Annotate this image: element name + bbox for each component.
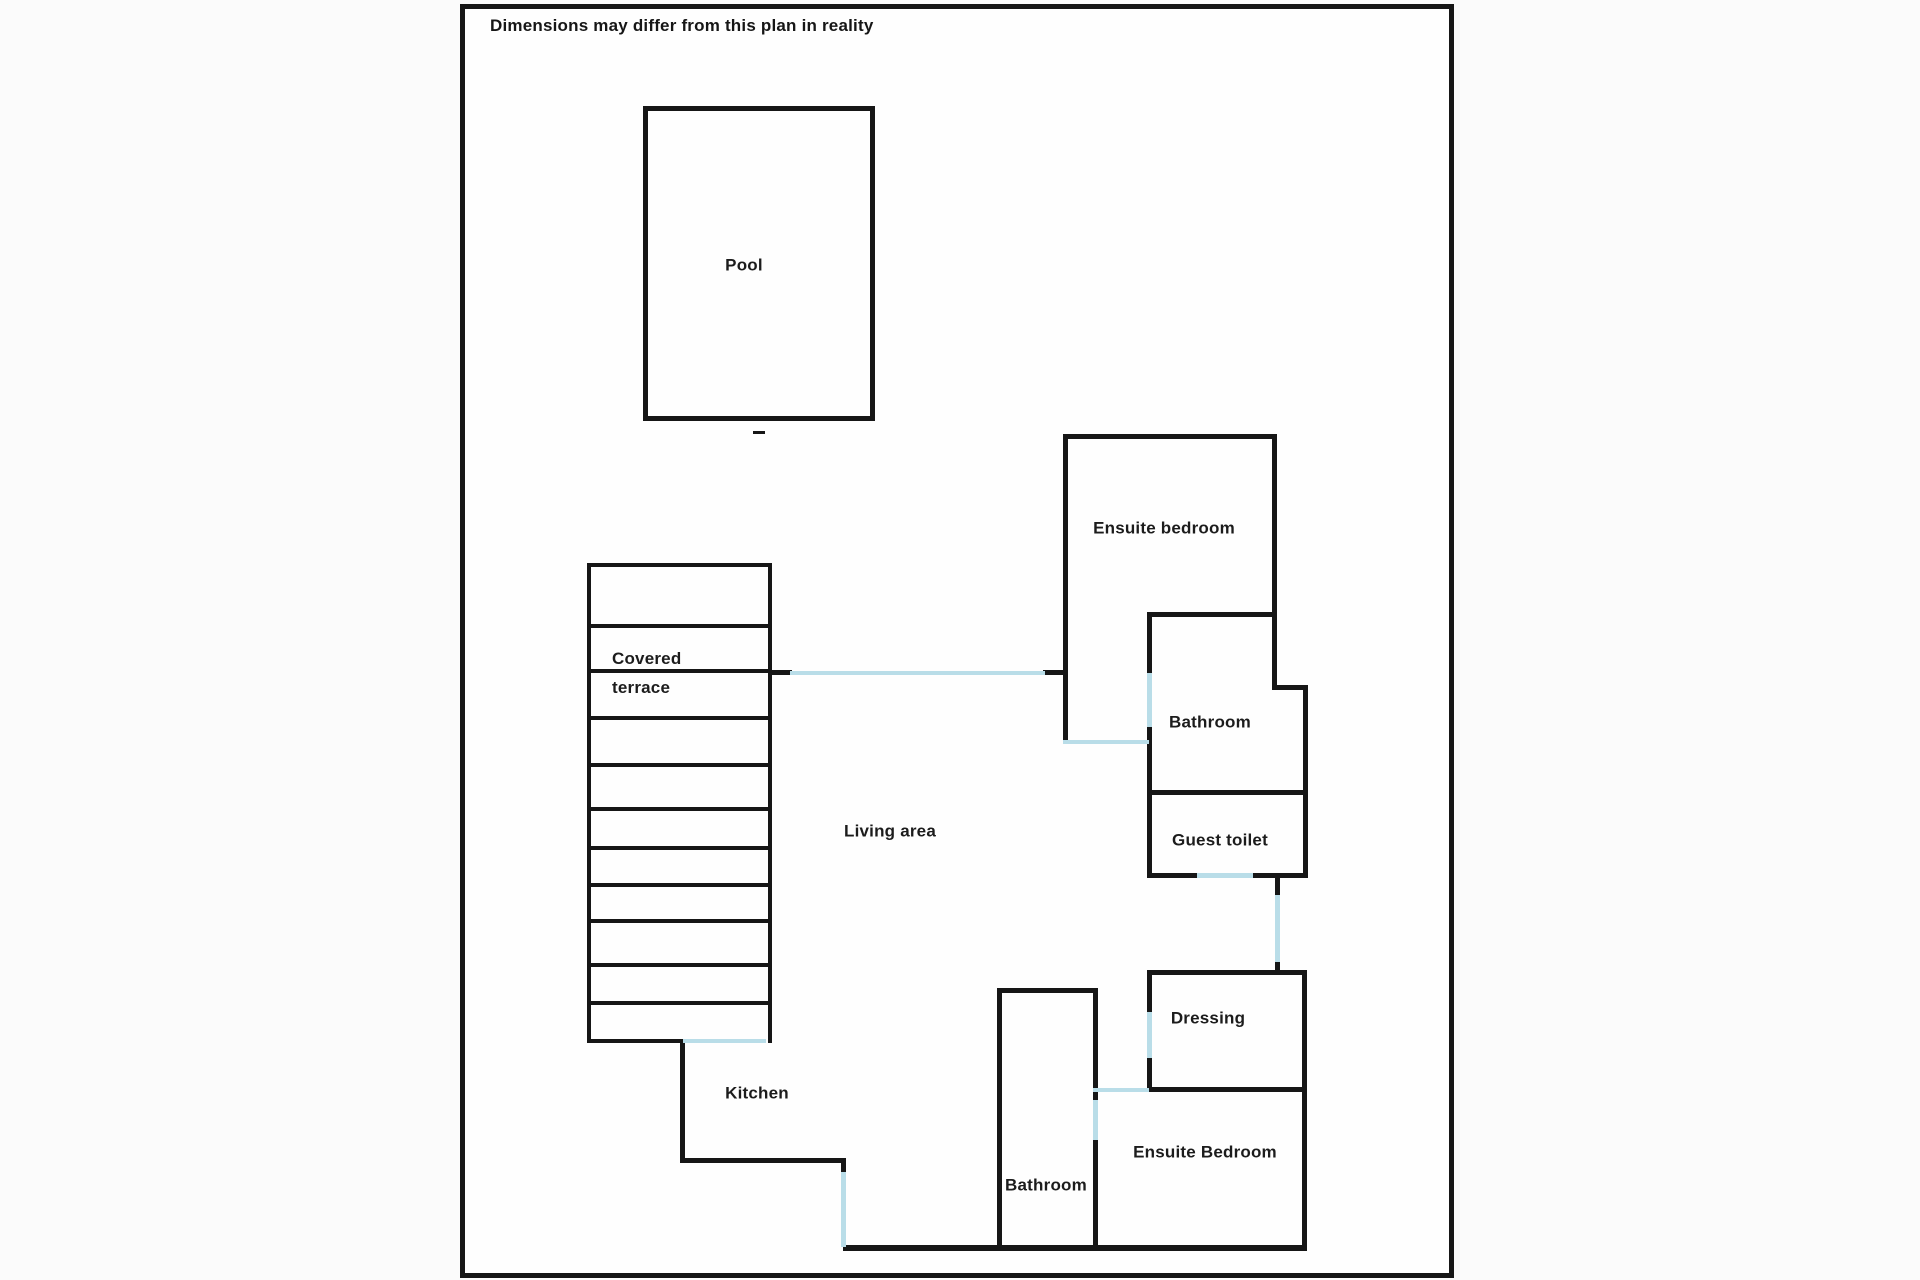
room-label-dressing: Dressing — [1170, 1008, 1246, 1028]
wall-segment — [587, 963, 772, 967]
wall-segment — [1302, 970, 1307, 1250]
wall-segment — [680, 1158, 846, 1163]
wall-segment — [753, 431, 765, 434]
floor-plan: Dimensions may differ from this plan in … — [460, 4, 1454, 1278]
door-opening — [841, 1172, 846, 1247]
door-opening — [1275, 895, 1280, 962]
room-label-bathroom-bottom: Bathroom — [1005, 1175, 1087, 1195]
door-opening — [1147, 1012, 1152, 1058]
plan-disclaimer-text: Dimensions may differ from this plan in … — [490, 16, 874, 35]
wall-segment — [1272, 434, 1277, 690]
wall-segment — [841, 1158, 846, 1174]
room-label-pool: Pool — [725, 255, 763, 275]
wall-segment — [997, 988, 1002, 1250]
door-opening — [1093, 1088, 1149, 1092]
wall-segment — [870, 106, 875, 421]
wall-segment — [1147, 790, 1152, 878]
wall-segment — [643, 106, 875, 111]
wall-segment — [1043, 670, 1065, 675]
wall-segment — [680, 1043, 685, 1163]
wall-segment — [587, 883, 772, 887]
room-label-kitchen: Kitchen — [725, 1083, 789, 1103]
door-opening — [790, 671, 1045, 675]
door-opening — [1147, 673, 1152, 727]
room-label-covered-terrace: Covered terrace — [612, 649, 682, 697]
wall-segment — [1275, 960, 1280, 972]
door-opening — [683, 1039, 766, 1043]
wall-segment — [1275, 873, 1280, 897]
wall-segment — [587, 807, 772, 811]
room-label-ensuite-bedroom-bottom: Ensuite Bedroom — [1133, 1142, 1277, 1162]
room-label-guest-toilet: Guest toilet — [1172, 830, 1268, 850]
wall-segment — [1272, 685, 1308, 690]
wall-segment — [587, 1001, 772, 1005]
wall-segment — [1303, 790, 1308, 878]
room-label-living-area: Living area — [844, 821, 936, 841]
wall-segment — [587, 563, 591, 1043]
wall-segment — [587, 846, 772, 850]
wall-segment — [587, 563, 772, 567]
wall-segment — [1147, 1087, 1307, 1092]
room-label-bathroom-top: Bathroom — [1169, 712, 1251, 732]
wall-segment — [1063, 434, 1277, 439]
wall-segment — [843, 1245, 1307, 1251]
wall-segment — [1147, 970, 1307, 975]
wall-segment — [1063, 434, 1068, 740]
wall-segment — [770, 670, 792, 675]
door-opening — [1063, 740, 1149, 744]
wall-segment — [1303, 685, 1308, 795]
door-opening — [1197, 873, 1253, 878]
wall-segment — [587, 763, 772, 767]
wall-segment — [643, 106, 648, 421]
wall-segment — [1147, 790, 1308, 795]
wall-segment — [1147, 612, 1277, 617]
door-opening — [1093, 1100, 1098, 1140]
wall-segment — [997, 988, 1098, 993]
wall-segment — [587, 919, 772, 923]
wall-segment — [643, 416, 875, 421]
wall-segment — [587, 1039, 687, 1043]
wall-segment — [587, 716, 772, 720]
wall-segment — [587, 624, 772, 628]
room-label-ensuite-bedroom-top: Ensuite bedroom — [1093, 518, 1235, 538]
wall-segment — [587, 669, 772, 673]
wall-segment — [768, 563, 772, 1043]
plan-border — [460, 4, 1454, 1278]
